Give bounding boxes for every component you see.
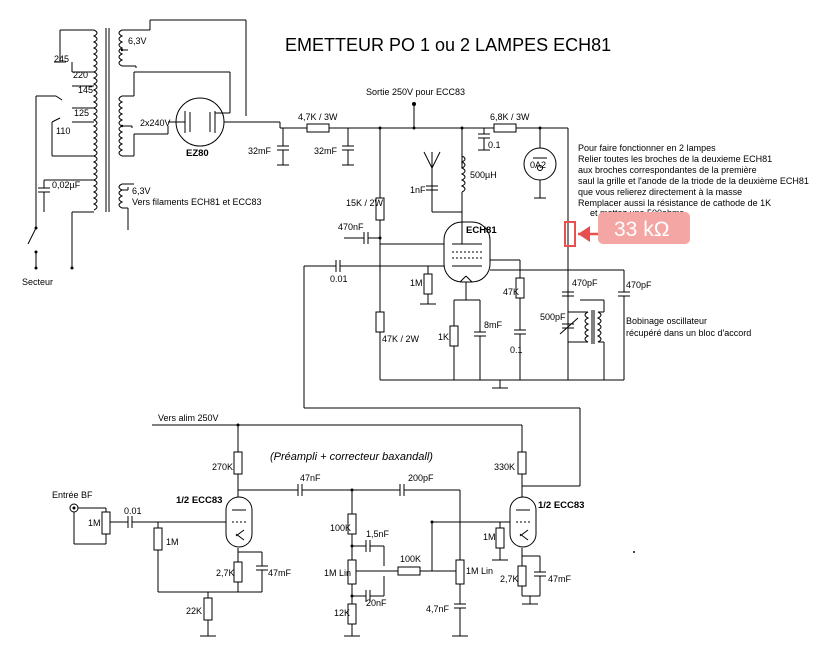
- label-22k: 22K: [186, 606, 202, 616]
- label-100k-1: 100K: [330, 523, 351, 533]
- resistor-2-7k-2: [517, 565, 527, 587]
- notes-block: Pour faire fonctionner en 2 lampes Relie…: [578, 143, 809, 218]
- label-100k-2: 100K: [400, 554, 421, 564]
- resistor-330k: [517, 451, 527, 475]
- label-0a2: 0A2: [530, 160, 546, 170]
- label-200pf: 200pF: [408, 473, 434, 483]
- label-bobinage-1: Bobinage oscillateur: [626, 316, 707, 326]
- label-15k-2w: 15K / 2W: [346, 198, 384, 208]
- label-47k: 47K: [503, 287, 519, 297]
- label-tap-245: 245: [54, 54, 69, 64]
- label-1m-lin-2: 1M Lin: [466, 566, 493, 576]
- ecc83-stage1: [225, 496, 253, 548]
- label-6-3v-top: 6,3V: [128, 36, 147, 46]
- label-ecc83-1: 1/2 ECC83: [176, 495, 222, 506]
- label-12k: 12K: [334, 608, 350, 618]
- power-transformer: [27, 19, 247, 270]
- label-1-5nf: 1,5nF: [366, 529, 390, 539]
- label-0-01-bf: 0.01: [124, 506, 142, 516]
- note-line-6: Remplacer aussi la résistance de cathode…: [578, 198, 771, 208]
- label-1m-lin-1: 1M Lin: [324, 568, 351, 578]
- label-32mf-2: 32mF: [314, 146, 338, 156]
- resistor-1k: [449, 325, 459, 347]
- label-tap-220: 220: [73, 70, 88, 80]
- note-line-5: que vous relierez directement à la masse: [578, 187, 742, 197]
- label-ecc83-2: 1/2 ECC83: [538, 500, 584, 511]
- label-1m: 1M: [410, 278, 423, 288]
- label-1m-input: 1M: [88, 518, 101, 528]
- label-8mf: 8mF: [484, 320, 503, 330]
- label-4-7nf: 4,7nF: [426, 604, 450, 614]
- antenna-tank: [423, 151, 466, 222]
- label-4-7k-3w: 4,7K / 3W: [298, 112, 338, 122]
- resistor-2-7k-1: [233, 561, 243, 583]
- filter-capacitors: [277, 123, 380, 166]
- label-470pf-1: 470pF: [572, 278, 598, 288]
- potentiometer-1m-lin-2: [455, 559, 465, 585]
- label-0-02uf: 0,02µF: [52, 180, 81, 190]
- label-preampli: (Préampli + correcteur baxandall): [270, 451, 433, 463]
- label-ez80: EZ80: [186, 148, 209, 159]
- resistor-1m-2: [495, 527, 505, 549]
- label-500pf: 500pF: [540, 312, 566, 322]
- ez80-tube: [168, 97, 281, 147]
- resistor-47k-2w: [375, 311, 385, 333]
- label-1m-grid: 1M: [166, 537, 179, 547]
- label-6-3v-filament: 6,3V: [132, 186, 151, 196]
- resistor-100k-2: [397, 566, 421, 576]
- label-tap-145: 145: [78, 85, 93, 95]
- label-2x240v: 2x240V: [140, 118, 171, 128]
- label-32mf-1: 32mF: [248, 146, 272, 156]
- note-line-3: aux broches correspondantes de la premiè…: [578, 165, 757, 175]
- label-0-1-top: 0.1: [488, 140, 501, 150]
- label-1nf: 1nF: [410, 185, 426, 195]
- annotation-text: 33 kΩ: [614, 218, 669, 241]
- label-tap-125: 125: [74, 108, 89, 118]
- diagram-title: EMETTEUR PO 1 ou 2 LAMPES ECH81: [285, 35, 611, 55]
- annotation-33k: 33 kΩ: [564, 212, 690, 247]
- label-47mf-1: 47mF: [268, 568, 292, 578]
- ecc83-stage2: [509, 496, 537, 548]
- label-20nf: 20nF: [366, 598, 387, 608]
- label-1m-2: 1M: [483, 532, 496, 542]
- label-6-8k-3w: 6,8K / 3W: [490, 112, 530, 122]
- resistor-15k-2w: [375, 197, 385, 221]
- note-line-2: Relier toutes les broches de la deuxieme…: [578, 154, 772, 164]
- ech81-tube: [443, 221, 491, 283]
- label-2-7k-2: 2,7K: [500, 574, 519, 584]
- label-470nf: 470nF: [338, 222, 364, 232]
- label-47nf: 47nF: [300, 473, 321, 483]
- label-bobinage-2: récupéré dans un bloc d'accord: [626, 328, 751, 338]
- resistor-1m-grid: [153, 527, 163, 551]
- label-sortie-250v: Sortie 250V pour ECC83: [366, 87, 465, 97]
- label-ech81: ECH81: [466, 225, 497, 236]
- label-secteur: Secteur: [22, 277, 53, 287]
- label-330k: 330K: [494, 462, 515, 472]
- label-0-01: 0.01: [330, 274, 348, 284]
- label-47mf-2: 47mF: [548, 574, 572, 584]
- label-vers-alim: Vers alim 250V: [158, 413, 219, 423]
- resistor-22k: [203, 597, 213, 621]
- note-line-4: saul la grille et l'anode de la triode d…: [578, 176, 809, 186]
- label-2-7k-1: 2,7K: [216, 568, 235, 578]
- label-500uh: 500µH: [470, 170, 497, 180]
- label-0-1-mid: 0.1: [510, 345, 523, 355]
- potentiometer-1m-input: [101, 511, 111, 535]
- label-270k: 270K: [212, 462, 233, 472]
- label-1k: 1K: [438, 332, 449, 342]
- label-47k-2w: 47K / 2W: [382, 334, 420, 344]
- resistor-270k: [233, 451, 243, 475]
- label-entree-bf: Entrée BF: [52, 490, 93, 500]
- label-tap-110: 110: [56, 126, 70, 136]
- label-vers-filaments: Vers filaments ECH81 et ECC83: [132, 197, 262, 207]
- note-line-1: Pour faire fonctionner en 2 lampes: [578, 143, 716, 153]
- resistor-1m: [423, 273, 433, 295]
- label-470pf-2: 470pF: [626, 280, 652, 290]
